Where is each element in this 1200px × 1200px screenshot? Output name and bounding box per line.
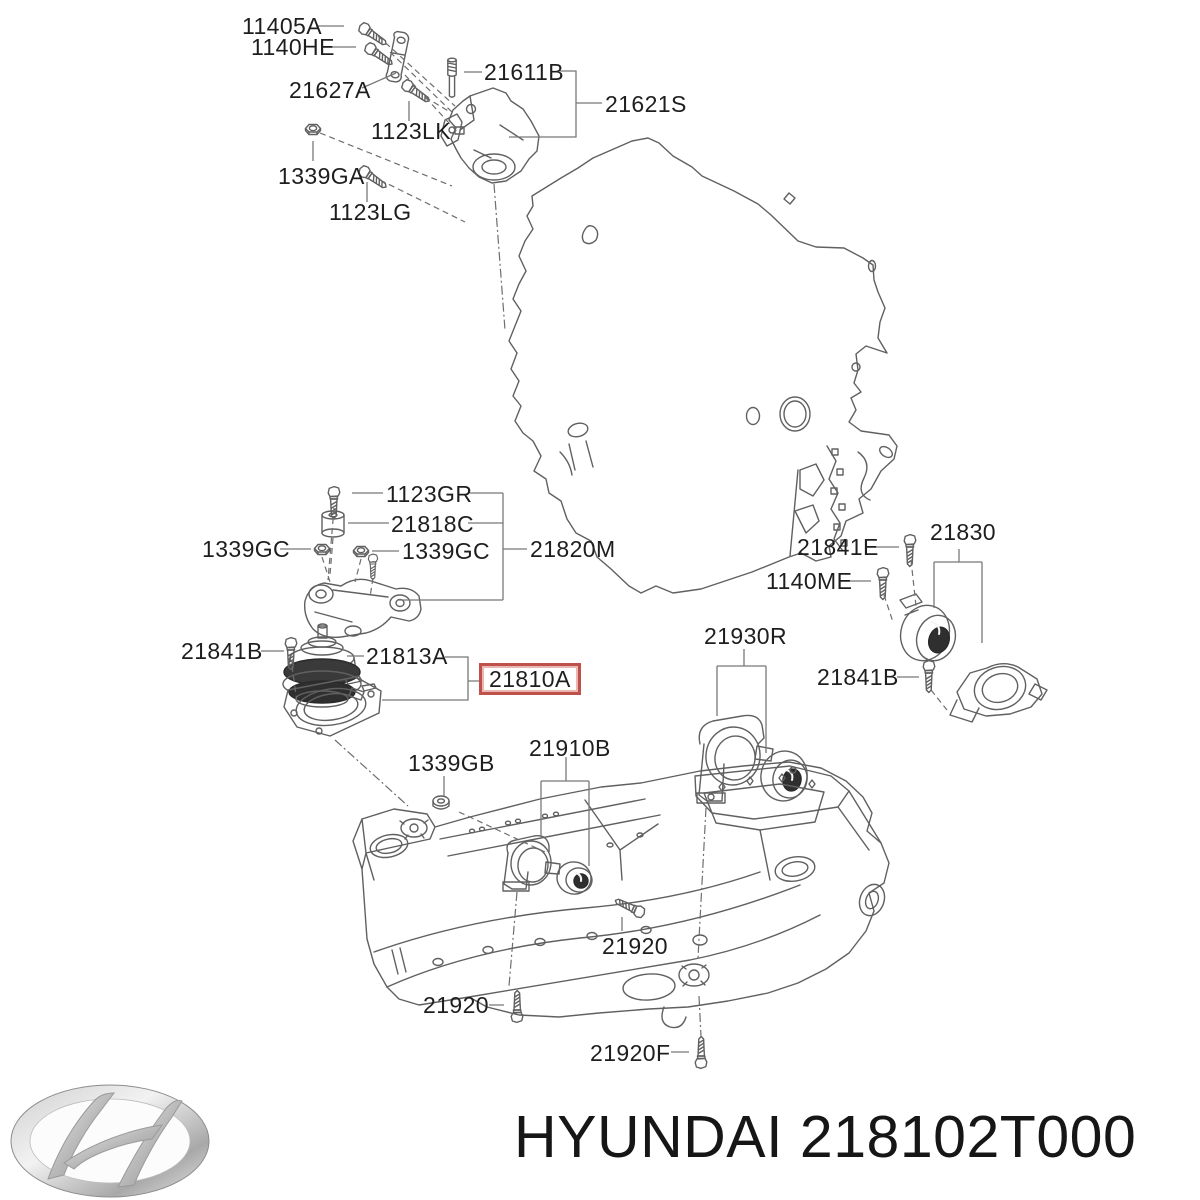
part-label-1140he: 1140HE — [251, 34, 335, 60]
bolt-1140ME-icon — [876, 566, 890, 601]
part-label-11405a: 11405A — [242, 13, 322, 39]
bolt-1123LK-icon — [399, 77, 434, 107]
nut-1339GC-right-icon — [352, 545, 370, 558]
bolt-21920-left-icon — [510, 989, 524, 1024]
fastener-icons — [284, 20, 936, 1070]
part-label-1123lk: 1123LK — [371, 118, 451, 144]
subframe-crossmember-drawing — [352, 761, 890, 1029]
part-label-21920-left: 21920 — [423, 992, 489, 1018]
part-label-21841e: 21841E — [797, 534, 879, 560]
hyundai-logo — [10, 1084, 210, 1198]
bolt-21920-mid-icon — [612, 894, 648, 920]
left-mount-assembly-drawing — [282, 510, 422, 737]
part-label-1123gr: 1123GR — [386, 481, 473, 507]
part-label-21820m: 21820M — [530, 536, 616, 562]
bolt-arm-icon — [367, 553, 379, 581]
part-label-1123lg: 1123LG — [329, 199, 412, 225]
part-label-21910b: 21910B — [529, 735, 611, 761]
bolt-21841E-icon — [903, 533, 917, 568]
bolt-21920F-icon — [694, 1035, 708, 1070]
assembly-dash-lines — [291, 35, 948, 1037]
part-label-1140me: 1140ME — [766, 568, 853, 594]
part-label-1339ga: 1339GA — [278, 163, 365, 189]
part-label-21627a: 21627A — [289, 77, 371, 103]
part-label-21841b-right: 21841B — [817, 664, 899, 690]
engine-block-drawing — [508, 137, 898, 594]
part-label-21810a-highlighted: 21810A — [479, 663, 581, 695]
part-label-21813a: 21813A — [366, 643, 448, 669]
front-roll-stopper-drawing — [502, 835, 593, 895]
mount-support-plate-drawing — [283, 675, 382, 737]
bolt-21841B-right-icon — [922, 659, 936, 694]
nut-1339GB-icon — [432, 795, 450, 810]
part-label-21621s: 21621S — [605, 91, 687, 117]
nut-1339GC-left-icon — [313, 543, 331, 556]
part-label-21930r: 21930R — [704, 623, 787, 649]
part-label-1339gc-left: 1339GC — [202, 536, 291, 562]
footer-part-number: HYUNDAI 218102T000 — [514, 1104, 1137, 1170]
part-label-21841b-left: 21841B — [181, 638, 263, 664]
part-label-21920f: 21920F — [590, 1040, 671, 1066]
part-label-1339gc-right: 1339GC — [402, 538, 491, 564]
part-label-21920-mid: 21920 — [602, 933, 668, 959]
part-label-21611b: 21611B — [484, 59, 564, 85]
leader-lines — [261, 25, 983, 1053]
part-label-21830: 21830 — [930, 519, 996, 545]
top-bracket-assembly-drawing — [385, 30, 540, 184]
nut-1339GA-icon — [304, 123, 322, 136]
part-label-21818c: 21818C — [391, 511, 474, 537]
right-mount-assembly-drawing — [899, 593, 1048, 723]
part-label-1339gb: 1339GB — [408, 750, 495, 776]
